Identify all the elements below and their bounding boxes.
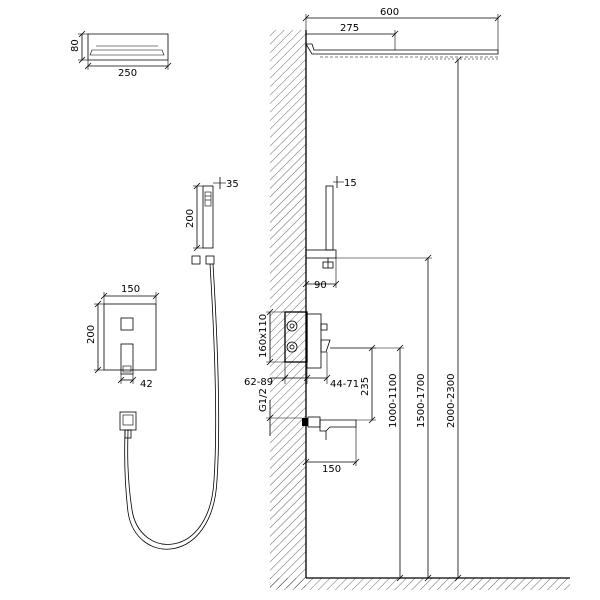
shower-arm-plate <box>305 43 499 55</box>
box-inlet-top <box>286 320 298 332</box>
dim-tick <box>302 458 310 466</box>
label-panel-width: 150 <box>121 284 140 295</box>
hand-shower-holder-clip <box>205 255 215 265</box>
label-arm-inner: 275 <box>340 23 359 34</box>
label-panel-height: 200 <box>86 325 97 344</box>
head-body <box>87 33 169 61</box>
dim-tick <box>454 574 462 582</box>
mixer-plate-side <box>306 313 322 369</box>
mixer-lever-tip <box>122 365 132 373</box>
dim-tick <box>78 30 86 38</box>
dim-tick <box>94 300 102 308</box>
box-inlet-bottom-inner <box>289 344 295 350</box>
box-inlet-bottom <box>286 341 298 353</box>
spout-wall-connector <box>302 418 308 426</box>
height-dimensions: 1000-1100 1500-1700 2000-2300 <box>330 56 462 582</box>
dim-tick <box>302 280 310 288</box>
dim-tick <box>193 244 201 252</box>
dim-tick <box>454 56 462 64</box>
dim-tick <box>94 366 102 374</box>
lever-side <box>320 339 331 353</box>
hand-shower-handle <box>202 185 214 249</box>
shower-hose-outer <box>124 263 220 550</box>
overhead-shower-side: 600 275 <box>302 7 502 60</box>
label-hand-shower-width: 35 <box>226 179 239 190</box>
label-height-head: 2000-2300 <box>446 373 457 428</box>
dim-tick <box>302 14 310 22</box>
dim-tick <box>352 458 360 466</box>
dim-tick <box>424 254 432 262</box>
label-head-height: 80 <box>70 39 81 52</box>
dim-tick <box>152 292 160 300</box>
label-panel-depth: 42 <box>140 379 153 390</box>
dim-tick <box>266 358 274 366</box>
head-face <box>89 49 165 56</box>
dim-tick <box>396 574 404 582</box>
dim-tick <box>117 376 125 384</box>
dim-tick <box>164 62 172 70</box>
mixer-cover-plate <box>103 303 157 371</box>
dim-tick <box>78 56 86 64</box>
floor-hatch <box>270 578 570 590</box>
label-box-size: 160x110 <box>258 314 269 358</box>
hand-shower-assembly: 35 200 <box>124 177 239 550</box>
box-inlet-top-inner <box>289 323 295 329</box>
label-height-spout: 1000-1100 <box>388 373 399 428</box>
label-spout-length: 150 <box>322 464 341 475</box>
dim-tick <box>100 292 108 300</box>
dim-tick <box>281 374 289 382</box>
label-holder-offset: 90 <box>314 280 327 291</box>
mixer-panel-front: 150 200 42 <box>86 284 160 390</box>
wall-outlet-inner <box>122 414 134 426</box>
dim-tick <box>84 62 92 70</box>
label-height-holder: 1500-1700 <box>416 373 427 428</box>
dim-tick <box>193 182 201 190</box>
holder-hand-shower-side <box>325 185 334 251</box>
spout-body <box>319 419 357 432</box>
spout-base <box>307 416 321 428</box>
wall-outlet-front <box>119 411 137 439</box>
label-box-depth-in: 62-89 <box>244 377 273 388</box>
diverter-knob <box>120 317 134 331</box>
wall-outlet-nozzle <box>124 429 132 439</box>
bath-spout-side: G1/2 235 150 <box>258 344 376 475</box>
label-hand-shower-length: 200 <box>185 209 196 228</box>
dim-tick <box>129 376 137 384</box>
wall-hatch <box>270 30 306 588</box>
label-spout-drop: 235 <box>360 377 371 396</box>
dim-tick <box>266 414 274 422</box>
label-arm-length: 600 <box>380 7 399 18</box>
dim-tick <box>391 30 399 38</box>
shower-hose <box>127 263 217 545</box>
wall-section <box>270 30 570 590</box>
dim-tick <box>396 344 404 352</box>
label-head-width: 250 <box>118 68 137 79</box>
label-holder-width: 15 <box>344 178 357 189</box>
dim-tick <box>303 374 311 382</box>
holder-base <box>322 261 334 269</box>
diverter-side <box>320 323 328 331</box>
hose-connector <box>191 255 201 265</box>
holder-side-view: 15 90 <box>302 176 357 291</box>
dim-tick <box>368 416 376 424</box>
overhead-shower-front: 80 250 <box>70 30 172 79</box>
concealed-box-side: 160x110 62-89 44-71 <box>244 308 359 390</box>
label-thread: G1/2 <box>258 388 269 412</box>
label-box-depth-out: 44-71 <box>330 379 359 390</box>
dim-tick <box>494 14 502 22</box>
mixer-lever <box>120 343 134 375</box>
hand-shower-spray-face <box>204 191 212 207</box>
dim-tick <box>266 308 274 316</box>
dim-tick <box>332 280 340 288</box>
dim-tick <box>424 574 432 582</box>
dim-tick <box>323 374 331 382</box>
holder-bracket <box>305 249 337 259</box>
